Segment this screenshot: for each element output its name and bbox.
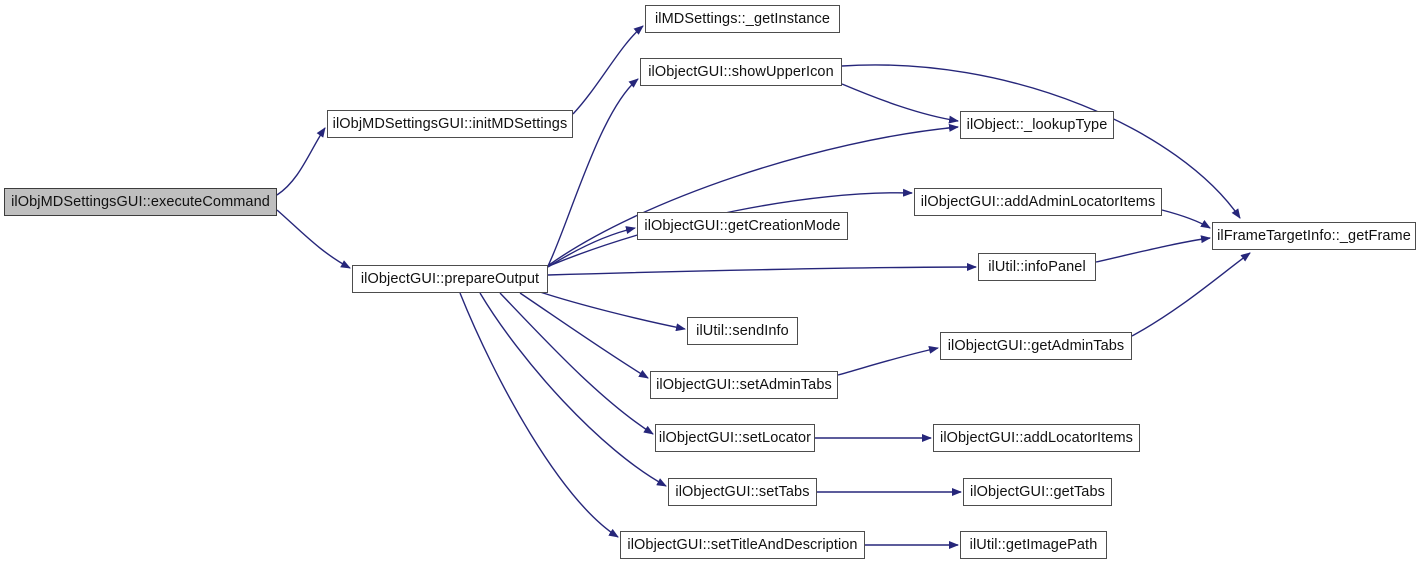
graph-node-label: ilObjectGUI::prepareOutput	[360, 270, 540, 287]
graph-node-label: ilObjectGUI::setTabs	[675, 483, 810, 500]
graph-node-setLocator[interactable]: ilObjectGUI::setLocator	[655, 424, 815, 452]
graph-node-addLocatorItems[interactable]: ilObjectGUI::addLocatorItems	[933, 424, 1140, 452]
graph-node-label: ilObjectGUI::getTabs	[970, 483, 1105, 500]
graph-node-getFrame[interactable]: ilFrameTargetInfo::_getFrame	[1212, 222, 1416, 250]
graph-node-initMDSettings[interactable]: ilObjMDSettingsGUI::initMDSettings	[327, 110, 573, 138]
graph-node-label: ilObjectGUI::setAdminTabs	[656, 376, 832, 393]
graph-node-getTabs[interactable]: ilObjectGUI::getTabs	[963, 478, 1112, 506]
graph-node-executeCommand[interactable]: ilObjMDSettingsGUI::executeCommand	[4, 188, 277, 216]
graph-node-getInstance[interactable]: ilMDSettings::_getInstance	[645, 5, 840, 33]
graph-node-label: ilObjectGUI::addLocatorItems	[940, 429, 1133, 446]
graph-node-label: ilObjMDSettingsGUI::executeCommand	[11, 193, 270, 210]
graph-node-label: ilObject::_lookupType	[966, 116, 1108, 133]
graph-node-label: ilUtil::sendInfo	[696, 322, 789, 339]
graph-node-getCreationMode[interactable]: ilObjectGUI::getCreationMode	[637, 212, 848, 240]
graph-node-setAdminTabs[interactable]: ilObjectGUI::setAdminTabs	[650, 371, 838, 399]
graph-node-label: ilUtil::infoPanel	[988, 258, 1086, 275]
graph-node-label: ilObjectGUI::showUpperIcon	[648, 63, 834, 80]
graph-node-getAdminTabs[interactable]: ilObjectGUI::getAdminTabs	[940, 332, 1132, 360]
graph-node-label: ilObjectGUI::getAdminTabs	[947, 337, 1125, 354]
graph-node-label: ilObjectGUI::setTitleAndDescription	[627, 536, 858, 553]
graph-node-addAdminLocatorItems[interactable]: ilObjectGUI::addAdminLocatorItems	[914, 188, 1162, 216]
graph-node-lookupType[interactable]: ilObject::_lookupType	[960, 111, 1114, 139]
graph-node-setTabs[interactable]: ilObjectGUI::setTabs	[668, 478, 817, 506]
graph-node-label: ilMDSettings::_getInstance	[654, 10, 831, 27]
graph-node-sendInfo[interactable]: ilUtil::sendInfo	[687, 317, 798, 345]
graph-node-label: ilObjectGUI::setLocator	[658, 429, 812, 446]
graph-node-getImagePath[interactable]: ilUtil::getImagePath	[960, 531, 1107, 559]
graph-node-label: ilObjectGUI::addAdminLocatorItems	[920, 193, 1156, 210]
graph-node-infoPanel[interactable]: ilUtil::infoPanel	[978, 253, 1096, 281]
graph-node-label: ilObjectGUI::getCreationMode	[644, 217, 841, 234]
graph-node-label: ilObjMDSettingsGUI::initMDSettings	[332, 115, 568, 132]
graph-node-label: ilFrameTargetInfo::_getFrame	[1217, 227, 1411, 244]
graph-node-setTitleAndDescription[interactable]: ilObjectGUI::setTitleAndDescription	[620, 531, 865, 559]
graph-node-prepareOutput[interactable]: ilObjectGUI::prepareOutput	[352, 265, 548, 293]
graph-node-label: ilUtil::getImagePath	[969, 536, 1098, 553]
graph-node-showUpperIcon[interactable]: ilObjectGUI::showUpperIcon	[640, 58, 842, 86]
